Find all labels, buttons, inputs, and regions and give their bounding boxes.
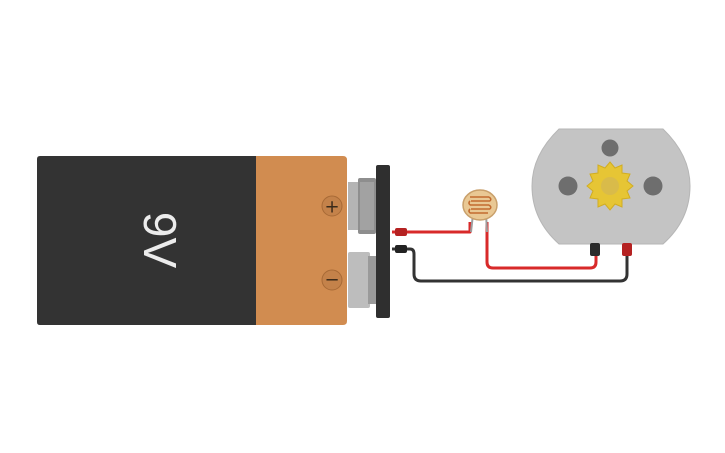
- photoresistor-track-serpentine: [468, 196, 492, 214]
- battery-snap-connector[interactable]: [376, 165, 390, 318]
- positive-sign: +: [324, 197, 339, 218]
- negative-sign: −: [324, 270, 339, 291]
- red-wire-plug: [395, 228, 407, 236]
- battery-cap: [256, 156, 347, 325]
- gear-icon: [586, 161, 634, 211]
- black-wire-battery-to-motor[interactable]: [392, 247, 629, 283]
- black-wire-plug: [395, 245, 407, 253]
- red-wire-battery-to-ldr[interactable]: [392, 222, 472, 234]
- motor-mount-hole-right: [643, 176, 663, 196]
- battery-9v[interactable]: 9V + −: [37, 156, 390, 325]
- positive-terminal[interactable]: [348, 178, 376, 234]
- motor-terminal-positive[interactable]: [622, 243, 632, 256]
- battery-body: [37, 156, 256, 325]
- dc-motor[interactable]: [531, 128, 691, 256]
- motor-mount-hole-left: [558, 176, 578, 196]
- red-wire-ldr-to-motor[interactable]: [485, 222, 598, 270]
- negative-terminal[interactable]: [348, 252, 378, 308]
- positive-terminal-marker: [321, 195, 343, 217]
- motor-terminal-negative[interactable]: [590, 243, 600, 256]
- photoresistor[interactable]: [462, 189, 498, 233]
- photoresistor-track: [470, 196, 490, 214]
- negative-terminal-marker: [321, 269, 343, 291]
- motor-mount-hole-top: [601, 139, 619, 157]
- wire-group: [392, 222, 629, 283]
- battery-voltage-label: 9V: [134, 212, 186, 269]
